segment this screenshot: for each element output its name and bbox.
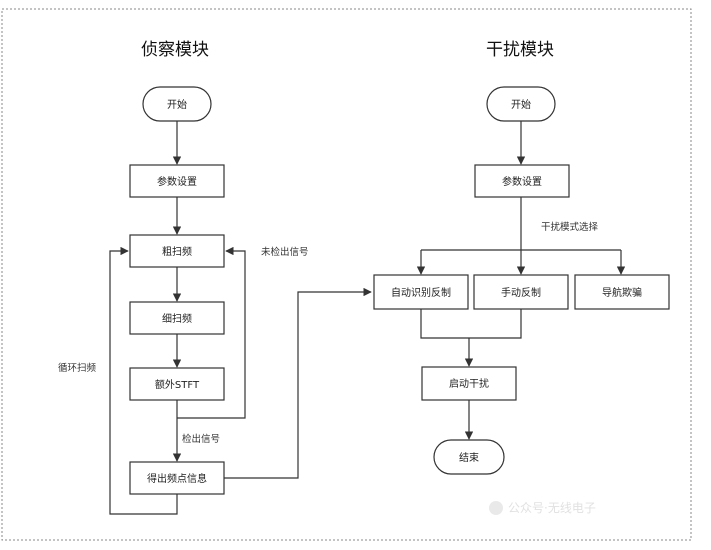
launch-jam-node: 启动干扰 (421, 366, 517, 401)
end-label: 结束 (459, 451, 479, 464)
fine-scan-label: 细扫频 (162, 312, 192, 325)
not-detected-label: 未检出信号 (261, 246, 309, 258)
freq-info-label: 得出频点信息 (147, 472, 207, 485)
jam-module-title: 干扰模块 (486, 40, 554, 60)
dotted-border (1, 8, 692, 541)
recon-start-node: 开始 (142, 86, 212, 122)
coarse-scan-label: 粗扫频 (162, 245, 192, 258)
extra-stft-label: 额外STFT (155, 378, 200, 391)
detected-signal-label: 检出信号 (182, 433, 220, 445)
line-auto-merge (420, 309, 469, 339)
recon-start-label: 开始 (167, 98, 187, 111)
fine-scan-node: 细扫频 (129, 301, 225, 335)
auto-counter-node: 自动识别反制 (373, 274, 469, 310)
jam-params-node: 参数设置 (474, 164, 570, 198)
manual-counter-node: 手动反制 (473, 274, 569, 310)
launch-jam-label: 启动干扰 (449, 377, 489, 390)
jam-mode-select-label: 干扰模式选择 (541, 221, 599, 233)
manual-counter-label: 手动反制 (501, 286, 541, 299)
extra-stft-node: 额外STFT (129, 367, 225, 401)
jam-start-label: 开始 (511, 98, 531, 111)
nav-spoof-label: 导航欺骗 (602, 286, 642, 299)
auto-counter-label: 自动识别反制 (391, 286, 451, 299)
arrow-recon-to-jam (224, 287, 372, 479)
line-manual-merge (469, 309, 522, 339)
jam-params-label: 参数设置 (502, 175, 542, 188)
watermark-text: 公众号·无线电子 (508, 501, 596, 515)
jam-start-node: 开始 (486, 86, 556, 122)
freq-info-node: 得出频点信息 (129, 461, 225, 495)
nav-spoof-node: 导航欺骗 (574, 274, 670, 310)
end-node: 结束 (433, 439, 505, 475)
wechat-icon (489, 501, 503, 515)
recon-module-title: 侦察模块 (141, 40, 209, 60)
watermark: 公众号·无线电子 (489, 501, 596, 515)
recon-params-label: 参数设置 (157, 175, 197, 188)
arrow-not-detected-loop (177, 246, 246, 419)
coarse-scan-node: 粗扫频 (129, 234, 225, 268)
recon-params-node: 参数设置 (129, 164, 225, 198)
cyclic-scan-label: 循环扫频 (58, 362, 97, 374)
arrow-cyclic-scan-loop (109, 246, 178, 515)
